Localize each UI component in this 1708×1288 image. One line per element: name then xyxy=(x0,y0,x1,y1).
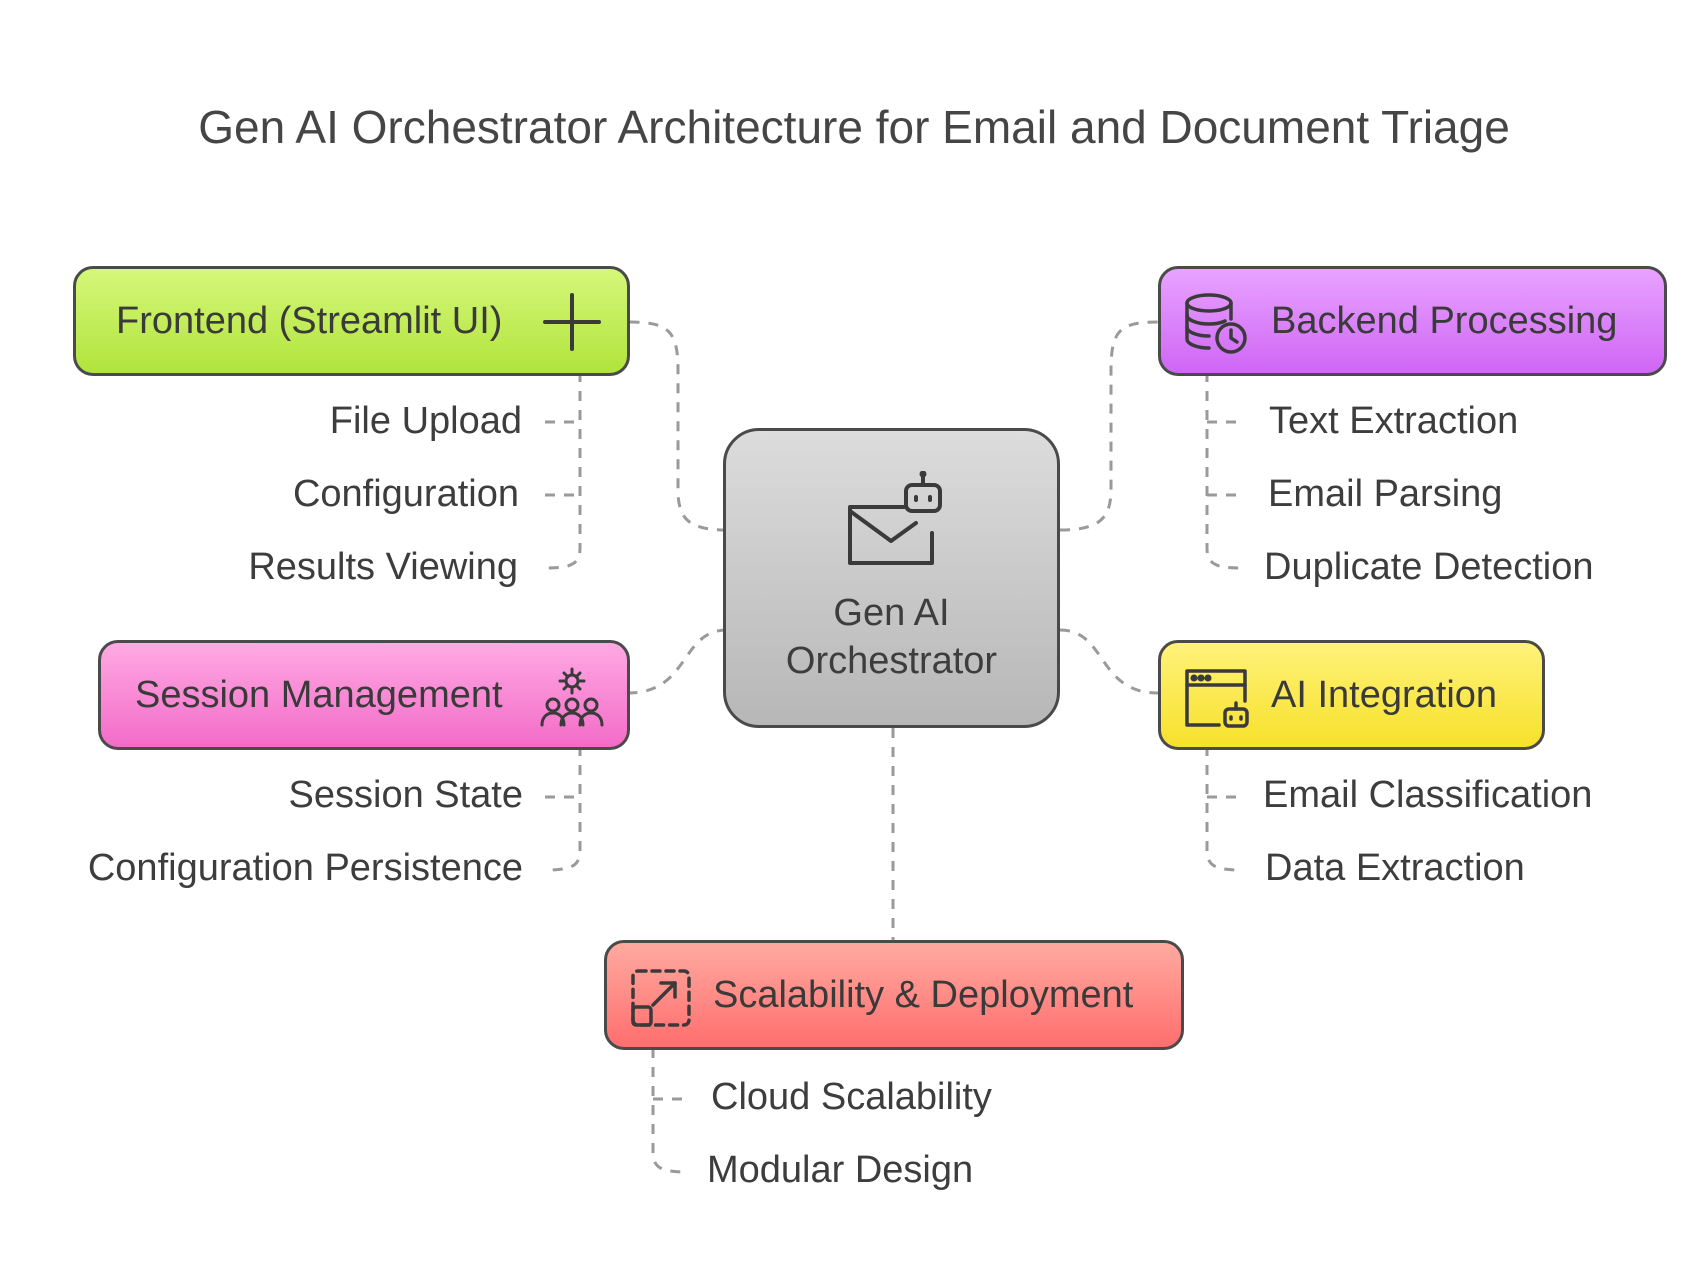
scalability-item-cloud-scalability: Cloud Scalability xyxy=(711,1076,992,1118)
frontend-item-configuration: Configuration xyxy=(292,473,519,515)
backend-item-email-parsing: Email Parsing xyxy=(1268,473,1503,515)
team-gear-icon xyxy=(539,667,605,729)
connector-scalability-items xyxy=(651,1048,689,1174)
ai-box: AI Integration xyxy=(1158,640,1545,750)
orchestrator-box: Gen AI Orchestrator xyxy=(723,428,1060,728)
session-item-session-state: Session State xyxy=(288,774,523,816)
session-item-configuration-persistence: Configuration Persistence xyxy=(87,847,523,889)
scalability-item-modular-design: Modular Design xyxy=(707,1149,974,1191)
backend-item-duplicate-detection: Duplicate Detection xyxy=(1264,546,1594,588)
session-label: Session Management xyxy=(135,673,503,716)
resize-icon xyxy=(629,967,693,1029)
backend-label: Backend Processing xyxy=(1271,299,1618,342)
frontend-label: Frontend (Streamlit UI) xyxy=(116,299,503,342)
plus-icon xyxy=(541,291,603,353)
session-box: Session Management xyxy=(98,640,630,750)
scalability-box: Scalability & Deployment xyxy=(604,940,1184,1050)
diagram-title: Gen AI Orchestrator Architecture for Ema… xyxy=(198,101,1510,153)
ai-item-data-extraction: Data Extraction xyxy=(1265,847,1525,889)
connector-backend xyxy=(1059,320,1159,532)
connector-backend-items xyxy=(1205,372,1243,570)
frontend-box: Frontend (Streamlit UI) xyxy=(73,266,630,376)
scalability-label: Scalability & Deployment xyxy=(713,973,1134,1016)
connector-session xyxy=(627,628,728,695)
frontend-item-results-viewing: Results Viewing xyxy=(248,546,518,588)
database-clock-icon xyxy=(1183,293,1249,355)
connector-frontend xyxy=(627,320,728,532)
connector-session-items xyxy=(544,746,582,872)
orchestrator-label-line1: Gen AI xyxy=(833,592,950,634)
orchestrator-label: Gen AI Orchestrator xyxy=(786,589,997,685)
connector-frontend-items xyxy=(544,372,582,570)
backend-box: Backend Processing xyxy=(1158,266,1667,376)
ai-item-email-classification: Email Classification xyxy=(1263,774,1593,816)
connector-ai-items xyxy=(1205,746,1243,872)
orchestrator-label-line2: Orchestrator xyxy=(785,640,998,682)
ai-label: AI Integration xyxy=(1271,673,1498,716)
frontend-item-file-upload: File Upload xyxy=(329,400,522,442)
backend-item-text-extraction: Text Extraction xyxy=(1269,400,1519,442)
browser-robot-icon xyxy=(1183,667,1249,729)
robot-email-icon xyxy=(842,470,942,581)
connector-ai xyxy=(1059,628,1159,695)
